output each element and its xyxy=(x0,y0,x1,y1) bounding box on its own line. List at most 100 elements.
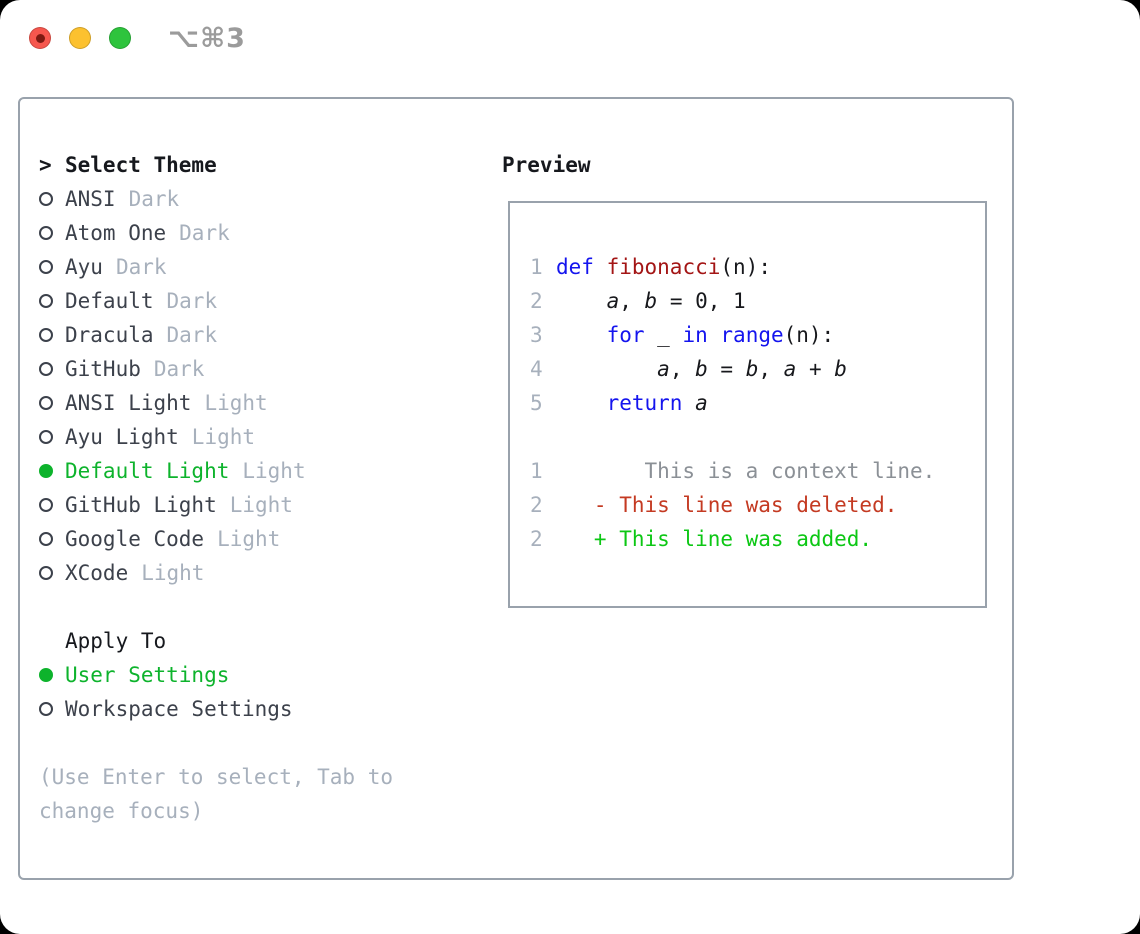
theme-option[interactable]: Default Dark xyxy=(39,284,429,318)
preview-line: 2 - This line was deleted. xyxy=(530,488,985,522)
option-label: Ayu Light xyxy=(65,425,179,449)
code-text: a, b = b, a + b xyxy=(657,357,847,381)
preview-line xyxy=(530,420,985,454)
theme-variant-label: Light xyxy=(242,459,306,483)
theme-variant-label: Dark xyxy=(179,221,230,245)
option-label: Atom One xyxy=(65,221,167,245)
radio-icon xyxy=(39,702,65,716)
option-label: Default xyxy=(65,289,154,313)
theme-option[interactable]: Ayu Light Light xyxy=(39,420,429,454)
theme-option[interactable]: Atom One Dark xyxy=(39,216,429,250)
option-label: Ayu xyxy=(65,255,103,279)
preview-line: 1 def fibonacci(n): xyxy=(530,250,985,284)
option-label: ANSI xyxy=(65,187,116,211)
theme-option[interactable]: ANSI Light Light xyxy=(39,386,429,420)
theme-variant-label: Dark xyxy=(166,289,218,313)
focus-caret-icon: > xyxy=(39,153,52,177)
radio-icon xyxy=(39,396,65,410)
line-number: 2 xyxy=(530,289,543,313)
option-label: XCode xyxy=(65,561,129,585)
option-label: Default Light xyxy=(65,459,230,483)
radio-icon xyxy=(39,498,65,512)
theme-option[interactable]: XCode Light xyxy=(39,556,429,590)
line-number: 1 xyxy=(530,255,543,279)
apply-to-header: Apply To xyxy=(65,629,167,653)
option-label: GitHub xyxy=(65,357,141,381)
radio-icon xyxy=(39,226,65,240)
code-text: return a xyxy=(606,391,708,415)
theme-option[interactable]: Default Light Light xyxy=(39,454,429,488)
apply-to-option[interactable]: Workspace Settings xyxy=(39,692,429,726)
theme-option[interactable]: Dracula Dark xyxy=(39,318,429,352)
radio-icon xyxy=(39,532,65,546)
theme-option[interactable]: ANSI Dark xyxy=(39,182,429,216)
preview-line: 1 This is a context line. xyxy=(530,454,985,488)
option-label: GitHub Light xyxy=(65,493,217,517)
keyboard-hint: (Use Enter to select, Tab to change focu… xyxy=(39,765,394,823)
window-title: ⌥⌘3 xyxy=(168,23,246,54)
code-text: + This line was added. xyxy=(556,527,873,551)
theme-variant-label: Dark xyxy=(166,323,218,347)
line-number: 1 xyxy=(530,459,543,483)
theme-picker-header: Select Theme xyxy=(65,153,217,177)
option-label: Workspace Settings xyxy=(65,697,293,721)
theme-picker-header-row: > Select Theme xyxy=(39,148,429,182)
code-text: a, b = 0, 1 xyxy=(606,289,746,313)
close-button[interactable] xyxy=(29,27,51,49)
theme-option[interactable]: Google Code Light xyxy=(39,522,429,556)
radio-icon xyxy=(39,566,65,580)
theme-option[interactable]: GitHub Light Light xyxy=(39,488,429,522)
radio-icon xyxy=(39,294,65,308)
radio-selected-icon xyxy=(39,464,65,478)
radio-icon xyxy=(39,362,65,376)
line-number: 5 xyxy=(530,391,543,415)
section-gap xyxy=(39,590,429,624)
radio-icon xyxy=(39,192,65,206)
preview-line: 2 a, b = 0, 1 xyxy=(530,284,985,318)
radio-icon xyxy=(39,260,65,274)
preview-line: 4 a, b = b, a + b xyxy=(530,352,985,386)
theme-variant-label: Dark xyxy=(128,187,180,211)
theme-variant-label: Light xyxy=(204,391,268,415)
option-label: User Settings xyxy=(65,663,230,687)
code-text: - This line was deleted. xyxy=(556,493,898,517)
radio-icon xyxy=(39,430,65,444)
unsaved-dot-icon xyxy=(35,33,45,43)
option-label: ANSI Light xyxy=(65,391,192,415)
radio-selected-icon xyxy=(39,668,65,682)
option-label: Google Code xyxy=(65,527,205,551)
theme-variant-label: Light xyxy=(217,527,281,551)
theme-variant-label: Light xyxy=(191,425,256,449)
preview-line: 5 return a xyxy=(530,386,985,420)
preview-header: Preview xyxy=(502,153,591,177)
minimize-button[interactable] xyxy=(69,27,91,49)
code-text: This is a context line. xyxy=(556,459,936,483)
line-number: 3 xyxy=(530,323,543,347)
section-gap xyxy=(39,726,429,760)
theme-variant-label: Light xyxy=(229,493,293,517)
apply-to-option[interactable]: User Settings xyxy=(39,658,429,692)
radio-icon xyxy=(39,328,65,342)
line-number: 4 xyxy=(530,357,543,381)
theme-variant-label: Dark xyxy=(115,255,167,279)
line-number: 2 xyxy=(530,527,543,551)
preview-line: 3 for _ in range(n): xyxy=(530,318,985,352)
code-text: def fibonacci(n): xyxy=(556,255,771,279)
theme-option[interactable]: GitHub Dark xyxy=(39,352,429,386)
zoom-button[interactable] xyxy=(109,27,131,49)
option-label: Dracula xyxy=(65,323,154,347)
code-text: for _ in range(n): xyxy=(606,323,835,347)
preview-line: 2 + This line was added. xyxy=(530,522,985,556)
apply-to-header-row: Apply To xyxy=(39,624,429,658)
theme-variant-label: Dark xyxy=(153,357,205,381)
theme-option[interactable]: Ayu Dark xyxy=(39,250,429,284)
theme-variant-label: Light xyxy=(141,561,205,585)
